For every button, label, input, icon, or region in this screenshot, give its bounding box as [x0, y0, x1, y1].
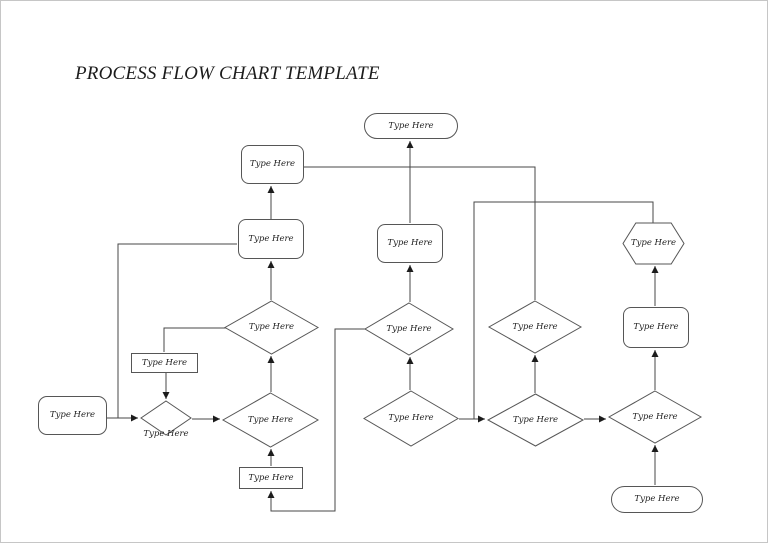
- process-mid-left[interactable]: Type Here: [238, 219, 304, 259]
- diamond-outline: [225, 301, 318, 354]
- node-label: Type Here: [387, 238, 433, 249]
- decision-center-right[interactable]: Type Here: [489, 301, 581, 353]
- diamond-outline: [609, 391, 701, 443]
- node-label: Type Here: [632, 411, 678, 422]
- process-side-rect[interactable]: Type Here: [131, 353, 198, 373]
- node-label: Type Here: [388, 120, 434, 131]
- process-top-left[interactable]: Type Here: [241, 145, 304, 184]
- node-label: Type Here: [248, 472, 294, 483]
- node-label: Type Here: [247, 414, 294, 425]
- diamond-outline: [141, 401, 191, 435]
- process-right[interactable]: Type Here: [623, 307, 689, 348]
- process-bottom-rect[interactable]: Type Here: [239, 467, 303, 489]
- diamond-outline: [488, 394, 583, 446]
- preparation-hexagon[interactable]: Type Here: [623, 223, 684, 264]
- decision-left[interactable]: Type Here: [225, 301, 318, 354]
- node-label: Type Here: [249, 159, 296, 170]
- node-label: Type Here: [248, 322, 295, 333]
- node-label: Type Here: [633, 322, 679, 333]
- page-title: PROCESS FLOW CHART TEMPLATE: [75, 63, 380, 84]
- terminator-top[interactable]: Type Here: [364, 113, 458, 139]
- node-label: Type Here: [388, 413, 434, 424]
- decision-small[interactable]: [141, 401, 191, 435]
- node-label: Type Here: [386, 323, 432, 334]
- node-label: Type Here: [141, 357, 188, 368]
- node-label: Type Here: [512, 414, 559, 425]
- node-label: Type Here: [512, 321, 558, 332]
- start-left[interactable]: Type Here: [38, 396, 107, 435]
- decision-bottom-center[interactable]: Type Here: [364, 391, 458, 446]
- diamond-outline: [489, 301, 581, 353]
- decision-bottom-left[interactable]: Type Here: [223, 393, 318, 447]
- decision-center[interactable]: Type Here: [365, 303, 453, 355]
- decision-bottom-right[interactable]: Type Here: [609, 391, 701, 443]
- node-label: Type Here: [49, 410, 96, 421]
- diamond-outline: [365, 303, 453, 355]
- hexagon-outline: [623, 223, 684, 264]
- terminator-bottom-right[interactable]: Type Here: [611, 486, 703, 513]
- diamond-outline: [223, 393, 318, 447]
- node-label: Type Here: [630, 238, 677, 249]
- decision-small-label: Type Here: [143, 429, 189, 439]
- node-label: Type Here: [248, 233, 294, 244]
- process-mid-center[interactable]: Type Here: [377, 224, 443, 263]
- node-label: Type Here: [634, 494, 680, 505]
- decision-bottom-center-right[interactable]: Type Here: [488, 394, 583, 446]
- diamond-outline: [364, 391, 458, 446]
